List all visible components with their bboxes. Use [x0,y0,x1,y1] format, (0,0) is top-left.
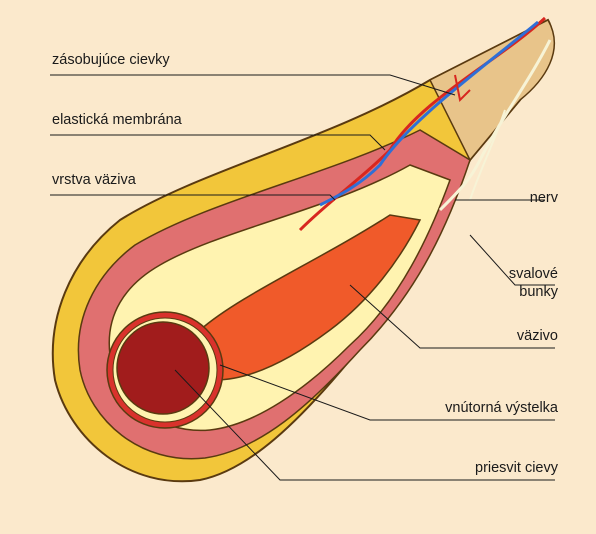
label-nerve: nerv [530,190,558,207]
lumen [117,322,209,414]
label-muscle-cells-2: bunky [519,284,558,301]
label-connective-tissue: väzivo [517,328,558,345]
leader-supply-vessels [50,75,455,95]
label-muscle-cells-1: svalové [509,266,558,283]
label-inner-lining: vnútorná výstelka [445,400,558,417]
label-supply-vessels: zásobujúce cievky [52,52,170,69]
label-connective-layer: vrstva väziva [52,172,136,189]
label-lumen: priesvit cievy [475,460,558,477]
label-elastic-membrane: elastická membrána [52,112,182,129]
